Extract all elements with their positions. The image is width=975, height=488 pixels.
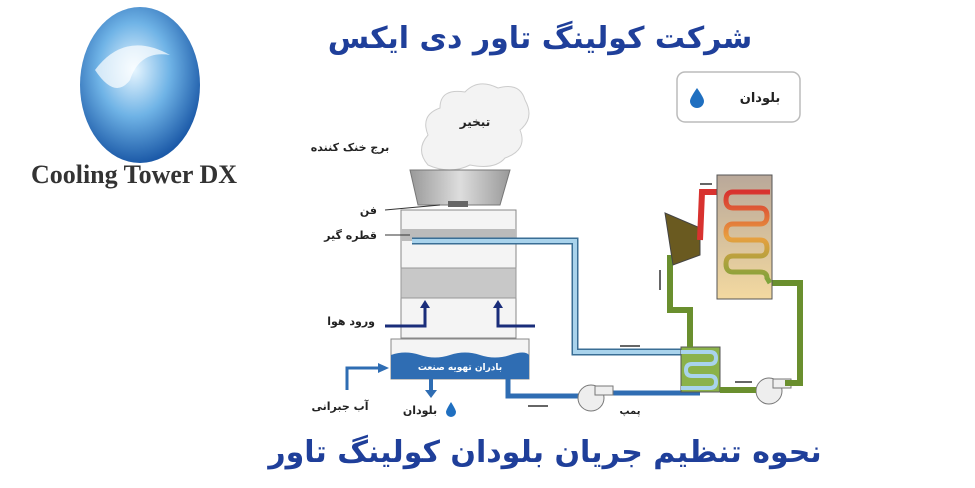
compressor	[664, 212, 701, 266]
logo-text: Cooling Tower DX	[31, 160, 237, 189]
fan-label: فن	[360, 204, 377, 217]
water-pump	[577, 384, 614, 412]
water-drop-icon	[690, 88, 704, 108]
cooling-tower: بادران تهویه صنعت	[385, 169, 535, 380]
company-logo: Cooling Tower DX	[31, 7, 237, 189]
globe-icon	[80, 7, 200, 163]
page-title: شرکت کولینگ تاور دی ایکس	[328, 20, 753, 56]
water-drop-icon	[446, 402, 456, 417]
legend-label: بلودان	[740, 91, 781, 106]
footer-title: نحوه تنظیم جریان بلودان کولینگ تاور	[266, 434, 821, 470]
cooling-tower-label: برج خنک کننده	[311, 141, 389, 155]
basin-label: بادران تهویه صنعت	[418, 363, 502, 373]
evaporation-label: تبخیر	[459, 115, 490, 129]
drift-eliminator-label: قطره گیر	[323, 229, 377, 242]
pump-label: پمپ	[619, 406, 640, 417]
blowdown-label: بلودان	[403, 404, 437, 417]
legend-box: بلودان	[676, 71, 801, 123]
fan-icon	[448, 201, 468, 207]
makeup-water-label: آب جبرانی	[312, 399, 369, 413]
evaporation-cloud: تبخیر	[421, 83, 530, 171]
air-inlet-label: ورود هوا	[327, 315, 375, 328]
